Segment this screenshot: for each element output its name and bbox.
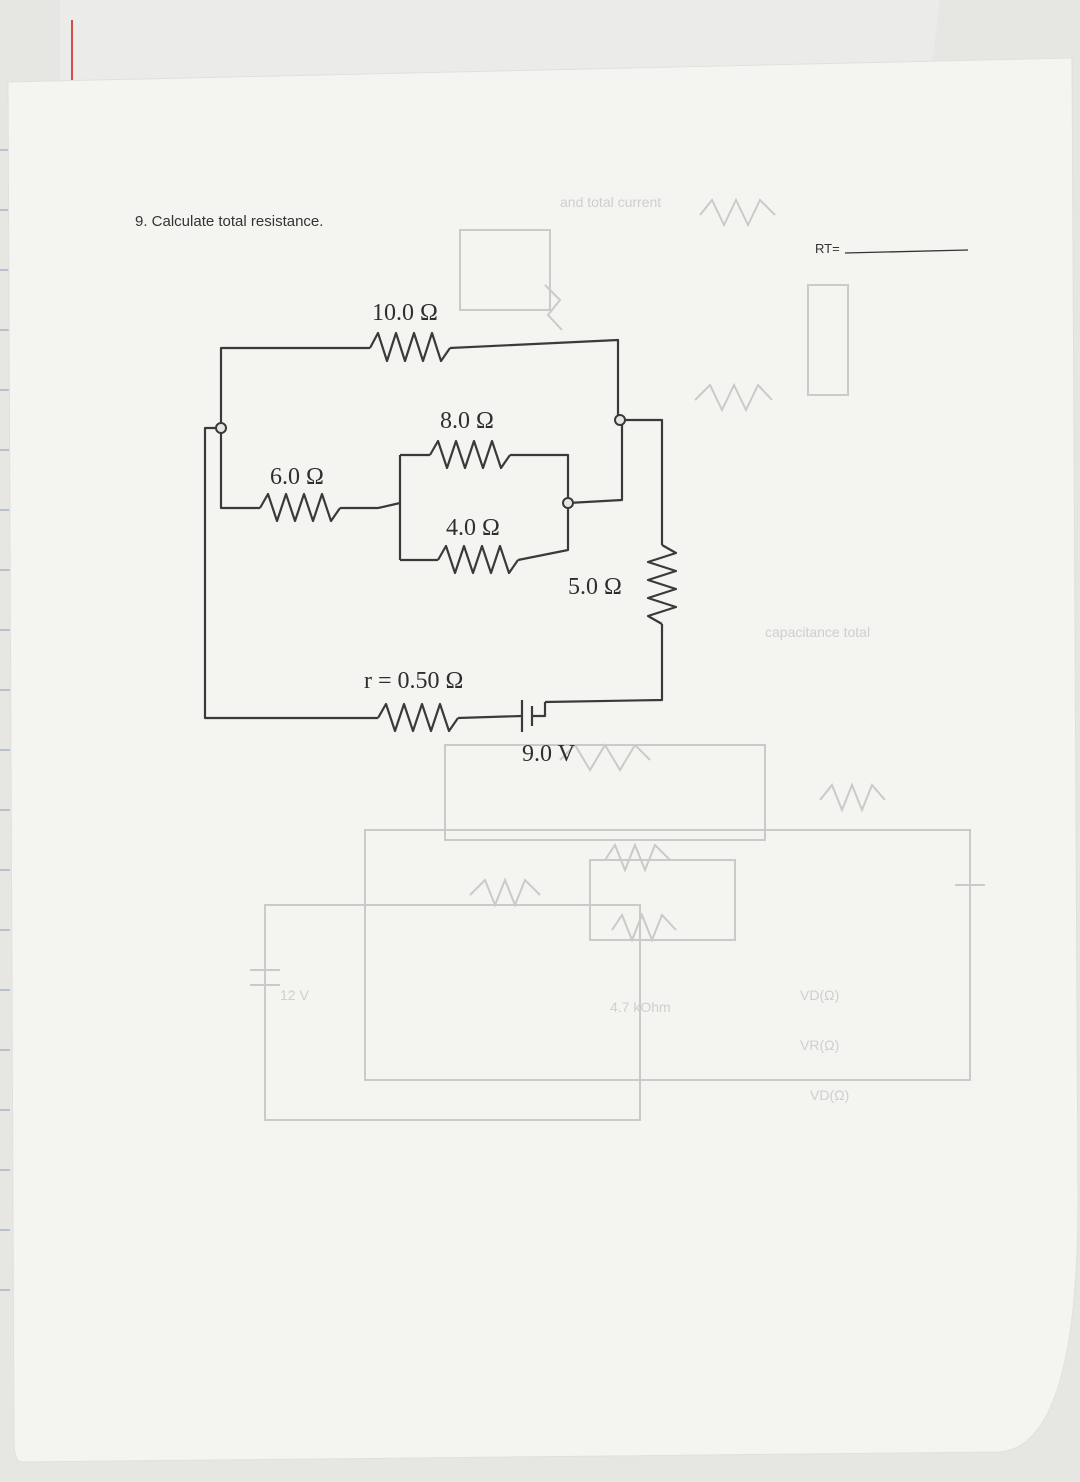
circuit-diagram xyxy=(203,331,678,733)
junction-right-top xyxy=(614,414,626,426)
resistor-internal-zigzag xyxy=(377,702,459,733)
svg-text:VR(Ω): VR(Ω) xyxy=(800,1037,839,1053)
circuit-junctions xyxy=(215,414,626,509)
wire-left-main xyxy=(203,426,378,720)
junction-left xyxy=(215,422,227,434)
answer-label: RT= xyxy=(815,241,840,256)
resistor-5-ohm-label: 5.0 Ω xyxy=(568,574,622,600)
wire-battery-right xyxy=(532,702,547,718)
svg-text:VD(Ω): VD(Ω) xyxy=(810,1087,849,1103)
wire-8ohm-right xyxy=(510,453,570,503)
answer-blank-line[interactable] xyxy=(844,249,969,254)
svg-text:capacitance total: capacitance total xyxy=(765,624,870,640)
wire-parallel-to-right xyxy=(567,420,624,505)
resistor-6-ohm-label: 6.0 Ω xyxy=(270,464,324,490)
svg-text:VD(Ω): VD(Ω) xyxy=(800,987,839,1003)
resistor-8-ohm-zigzag xyxy=(429,439,511,470)
resistor-10-ohm-zigzag xyxy=(369,331,451,363)
resistor-5-ohm-zigzag xyxy=(646,544,678,625)
wire-right-top xyxy=(622,418,664,545)
resistor-8-ohm-label: 8.0 Ω xyxy=(440,408,494,434)
svg-text:4.7 kOhm: 4.7 kOhm xyxy=(610,999,671,1015)
question-text: 9. Calculate total resistance. xyxy=(135,213,323,230)
wire-left-to-6ohm xyxy=(219,428,260,510)
svg-text:12 V: 12 V xyxy=(280,987,309,1003)
svg-text:and total current: and total current xyxy=(560,194,661,210)
wire-6ohm-to-parallel xyxy=(340,501,401,510)
wire-right-down xyxy=(544,624,664,704)
internal-resistance-label: r = 0.50 Ω xyxy=(364,668,463,694)
resistor-4-ohm-label: 4.0 Ω xyxy=(446,515,500,541)
junction-parallel-right xyxy=(562,497,574,509)
wire-top-right xyxy=(449,338,620,420)
top-paper-edge xyxy=(60,0,940,85)
resistor-6-ohm-zigzag xyxy=(259,492,341,523)
bleed-through-circuit xyxy=(250,197,985,1121)
battery-label: 9.0 V xyxy=(522,741,576,767)
resistor-10-ohm-label: 10.0 Ω xyxy=(372,300,438,326)
wire-to-battery xyxy=(457,714,523,720)
wire-4ohm-right xyxy=(517,503,570,562)
worksheet-sheet xyxy=(7,57,1079,1463)
wire-top-left xyxy=(219,346,370,428)
resistor-4-ohm-zigzag xyxy=(437,544,519,575)
bleed-through-text: and total current capacitance total VD(Ω… xyxy=(280,194,870,1103)
